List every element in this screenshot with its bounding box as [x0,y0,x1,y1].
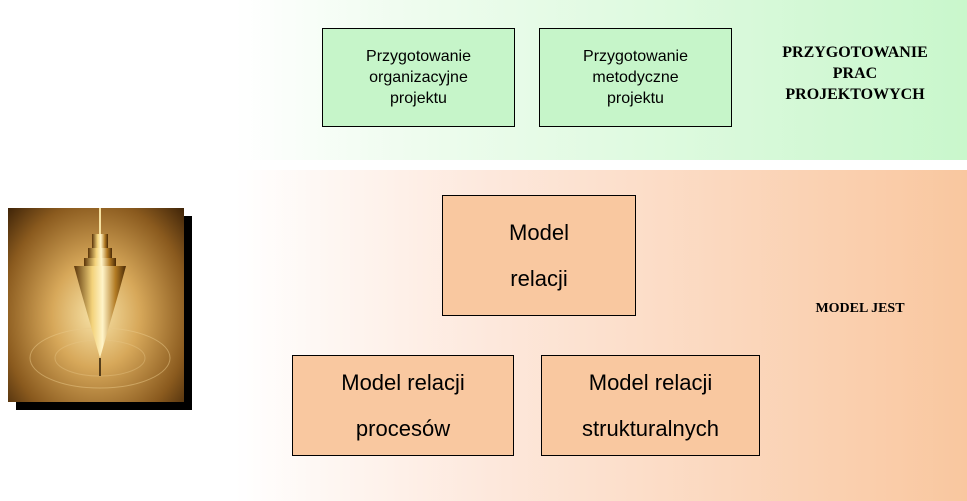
plumb-bob-icon [29,208,171,389]
title-line: PROJEKTOWYCH [785,86,925,103]
box-line: Model relacji [341,369,465,395]
box-line: metodyczne [592,69,679,86]
box-model-relacji-strukturalnych: Model relacji strukturalnych [541,355,760,456]
box-line: projektu [390,90,447,107]
box-line: organizacyjne [369,69,468,86]
box-line: Model [509,219,569,245]
plumb-bob-image [8,208,184,402]
box-line: Model relacji [588,369,713,395]
section-title-model-jest: MODEL JEST [815,301,905,316]
box-model-relacji-procesow: Model relacji procesów [292,355,514,456]
box-line: strukturalnych [582,415,719,441]
title-line: PRAC [832,65,878,82]
box-przygotowanie-metodyczne: Przygotowanie metodyczne projektu [539,28,732,127]
box-line: relacji [510,265,568,291]
section-title-przygotowanie: PRZYGOTOWANIE PRAC PROJEKTOWYCH [745,42,965,105]
box-line: procesów [355,415,451,441]
box-line: projektu [607,90,664,107]
box-line: Przygotowanie [583,48,688,65]
box-model-relacji: Model relacji [442,195,636,316]
title-line: PRZYGOTOWANIE [782,44,928,61]
box-line: Przygotowanie [366,48,471,65]
box-przygotowanie-organizacyjne: Przygotowanie organizacyjne projektu [322,28,515,127]
